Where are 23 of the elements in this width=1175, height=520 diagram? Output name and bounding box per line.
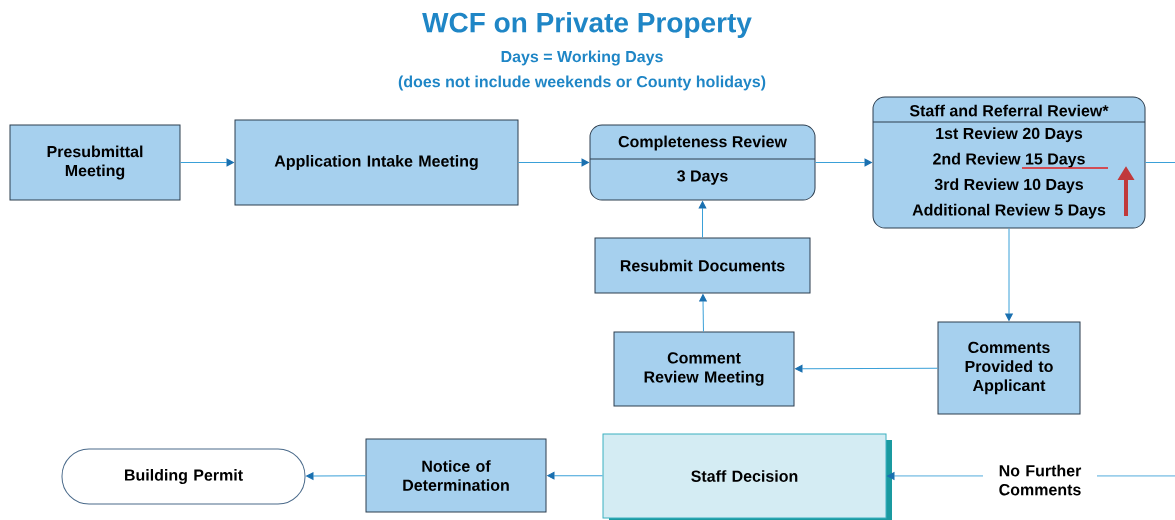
review-box: Staff and Referral Review* 1st Review 20 Days 2nd Review 15 Days 3rd Review 10 Days Additional Review 5 Days: [872, 96, 1146, 229]
subtitle: (does not include weekends or County holidays): [398, 75, 766, 91]
review-box: Completeness Review 3 Days: [589, 124, 816, 201]
arrow: [306, 472, 366, 480]
arrow: [180, 158, 234, 167]
process-box: Comments Provided to Applicant: [937, 321, 1081, 415]
process-box: Presubmittal Meeting: [9, 124, 181, 201]
process-box: Application Intake Meeting: [234, 119, 519, 206]
title: WCF on Private Property: [422, 11, 752, 39]
arrow: [547, 471, 603, 480]
edge-label: No Further Comments: [983, 462, 1097, 498]
arrow: [698, 201, 707, 238]
arrow: [1005, 228, 1013, 321]
subtitle: Days = Working Days: [501, 50, 663, 66]
terminal-box: Building Permit: [61, 448, 306, 505]
process-box: Comment Review Meeting: [613, 331, 795, 407]
arrow: [795, 364, 938, 373]
arrow: [815, 158, 872, 167]
decision-box: Staff Decision: [602, 433, 892, 520]
arrow: [699, 294, 707, 332]
arrow: [518, 158, 589, 167]
process-box: Resubmit Documents: [594, 237, 811, 294]
process-box: Notice of Determination: [365, 438, 547, 513]
